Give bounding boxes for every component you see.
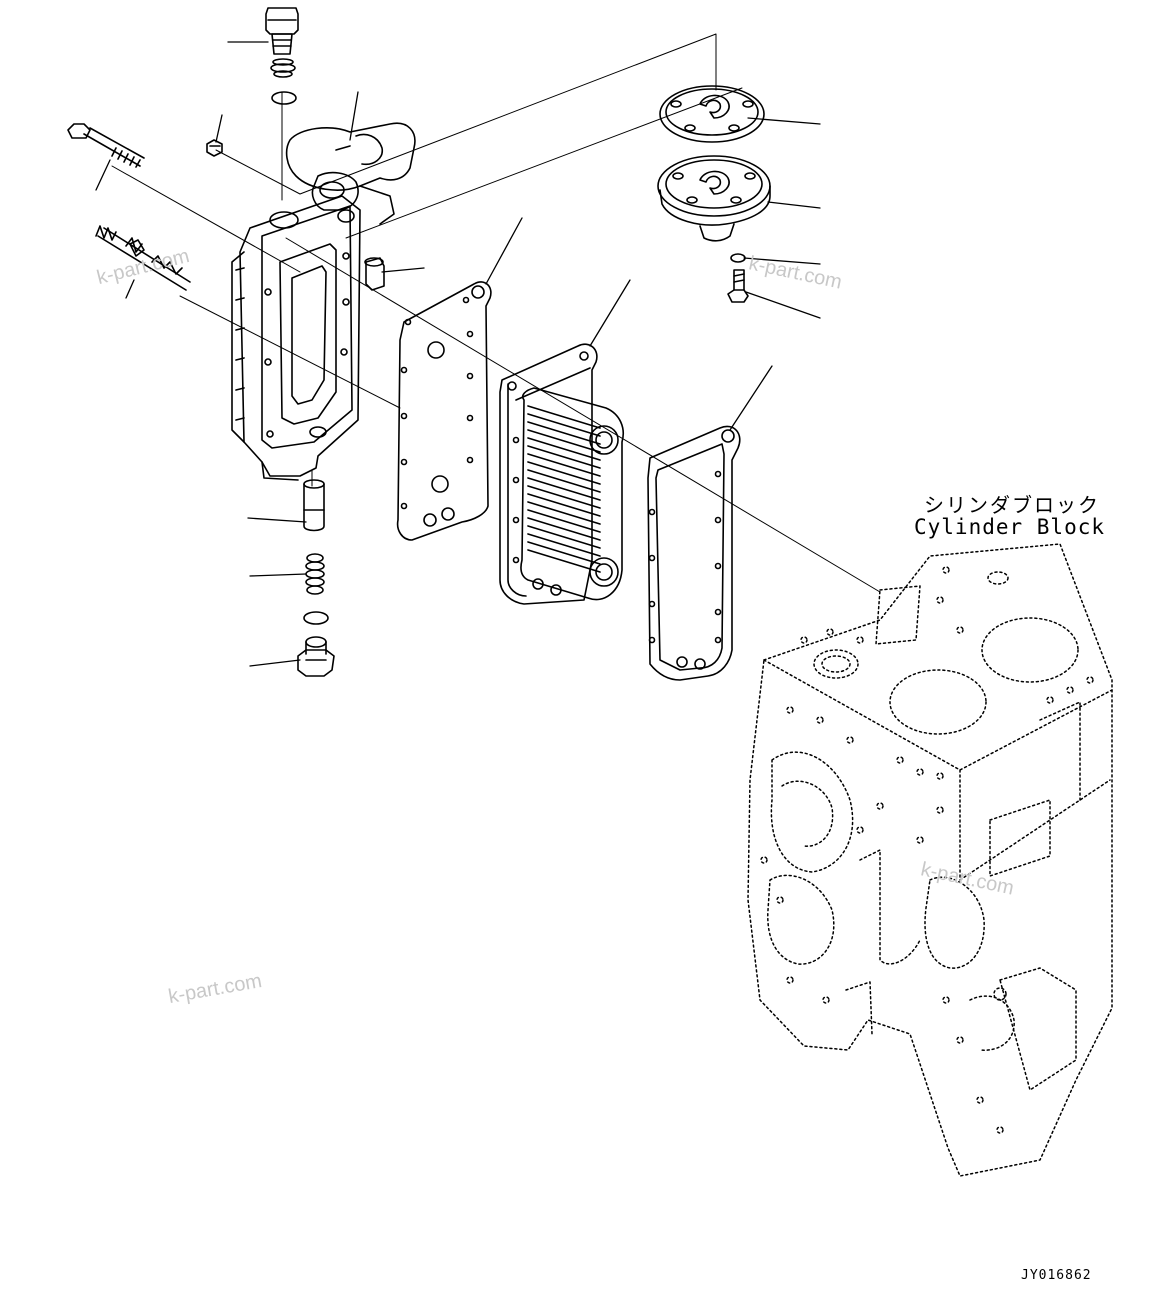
small-plug bbox=[206, 139, 223, 157]
relief-valve bbox=[303, 479, 325, 532]
leader-lines bbox=[95, 41, 821, 667]
washer-small bbox=[730, 253, 746, 263]
oil-cooler-element bbox=[499, 343, 624, 605]
axis-lines bbox=[111, 33, 881, 593]
thermostat-1 bbox=[659, 85, 765, 143]
oil-cooler-cover bbox=[231, 195, 361, 481]
gasket-1 bbox=[396, 281, 492, 541]
cylinder-block bbox=[747, 543, 1113, 1177]
drawing-number: JY016862 bbox=[1021, 1268, 1092, 1283]
plug-bottom bbox=[297, 636, 335, 677]
cylinder-block-label-jp: シリンダブロック bbox=[924, 493, 1100, 517]
pipe-fitting bbox=[364, 257, 385, 291]
spring-top bbox=[270, 58, 296, 78]
bolt-long bbox=[67, 123, 145, 168]
gasket-2 bbox=[647, 425, 741, 681]
spring-bottom bbox=[305, 553, 325, 595]
cylinder-block-label-en: Cylinder Block bbox=[914, 515, 1106, 539]
o-ring-bottom bbox=[303, 611, 329, 625]
stud-bolt bbox=[95, 225, 191, 291]
plug-top bbox=[265, 7, 299, 55]
o-ring-top bbox=[271, 91, 297, 105]
thermostat-2 bbox=[657, 155, 771, 242]
bolt-small bbox=[727, 269, 749, 303]
